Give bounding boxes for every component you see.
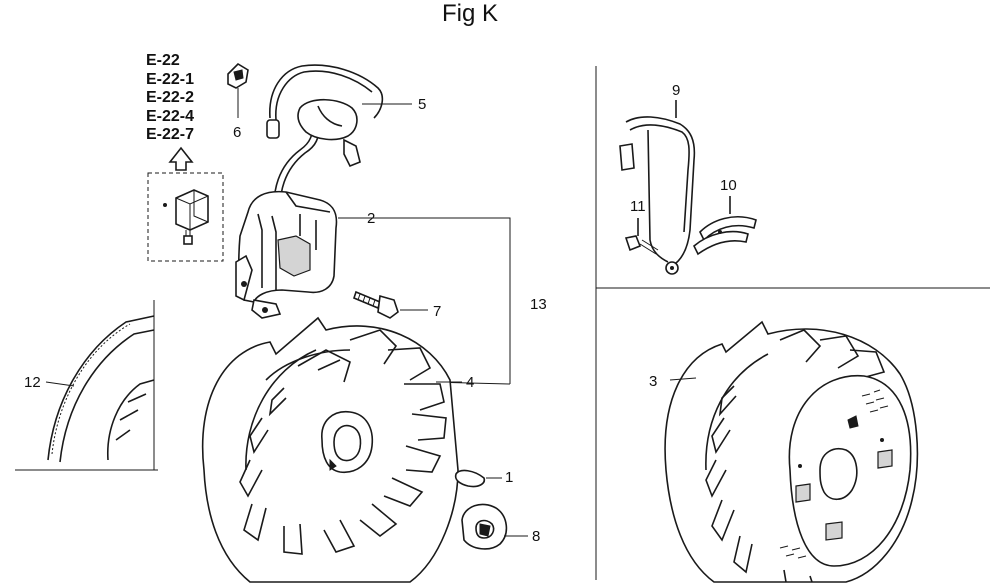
part-6-clip-icon — [227, 62, 249, 118]
part-8-flywheel-nut — [461, 503, 528, 550]
reference-list: E-22 E-22-1 E-22-2 E-22-4 E-22-7 — [146, 52, 194, 145]
part-3-rotor — [664, 320, 919, 583]
part-11-callout[interactable]: 11 — [630, 198, 646, 215]
part-12-callout[interactable]: 12 — [24, 374, 41, 391]
part-8-callout[interactable]: 8 — [532, 528, 541, 545]
reference-e-22-1[interactable]: E-22-1 — [146, 70, 195, 88]
inset-part-box — [147, 172, 224, 262]
part-4-flywheel — [201, 316, 462, 583]
part-7-callout[interactable]: 7 — [433, 303, 442, 320]
part-3-callout[interactable]: 3 — [649, 373, 658, 390]
reference-e-22-4[interactable]: E-22-4 — [146, 107, 195, 125]
part-6-callout[interactable]: 6 — [233, 124, 242, 141]
part-4-callout[interactable]: 4 — [466, 374, 475, 391]
reference-e-22-2[interactable]: E-22-2 — [146, 89, 195, 106]
part-13-callout[interactable]: 13 — [530, 296, 547, 313]
part-1-woodruff-key — [454, 469, 502, 488]
part-1-callout[interactable]: 1 — [505, 469, 514, 486]
part-10-wire-clips — [693, 196, 757, 256]
part-11-screw — [624, 218, 659, 255]
part-5-callout[interactable]: 5 — [418, 96, 427, 113]
reference-e-22-7[interactable]: E-22-7 — [146, 126, 195, 143]
part-7-bolt — [353, 290, 428, 319]
part-9-wire-harness — [619, 100, 696, 275]
part-12-ring-gear — [45, 315, 155, 463]
panel-dividers — [15, 66, 990, 580]
figure-title: Fig K — [441, 0, 498, 27]
reference-e-22[interactable]: E-22 — [146, 52, 180, 69]
up-arrow-icon — [168, 146, 194, 171]
part-9-callout[interactable]: 9 — [672, 82, 681, 99]
part-10-callout[interactable]: 10 — [720, 177, 737, 194]
